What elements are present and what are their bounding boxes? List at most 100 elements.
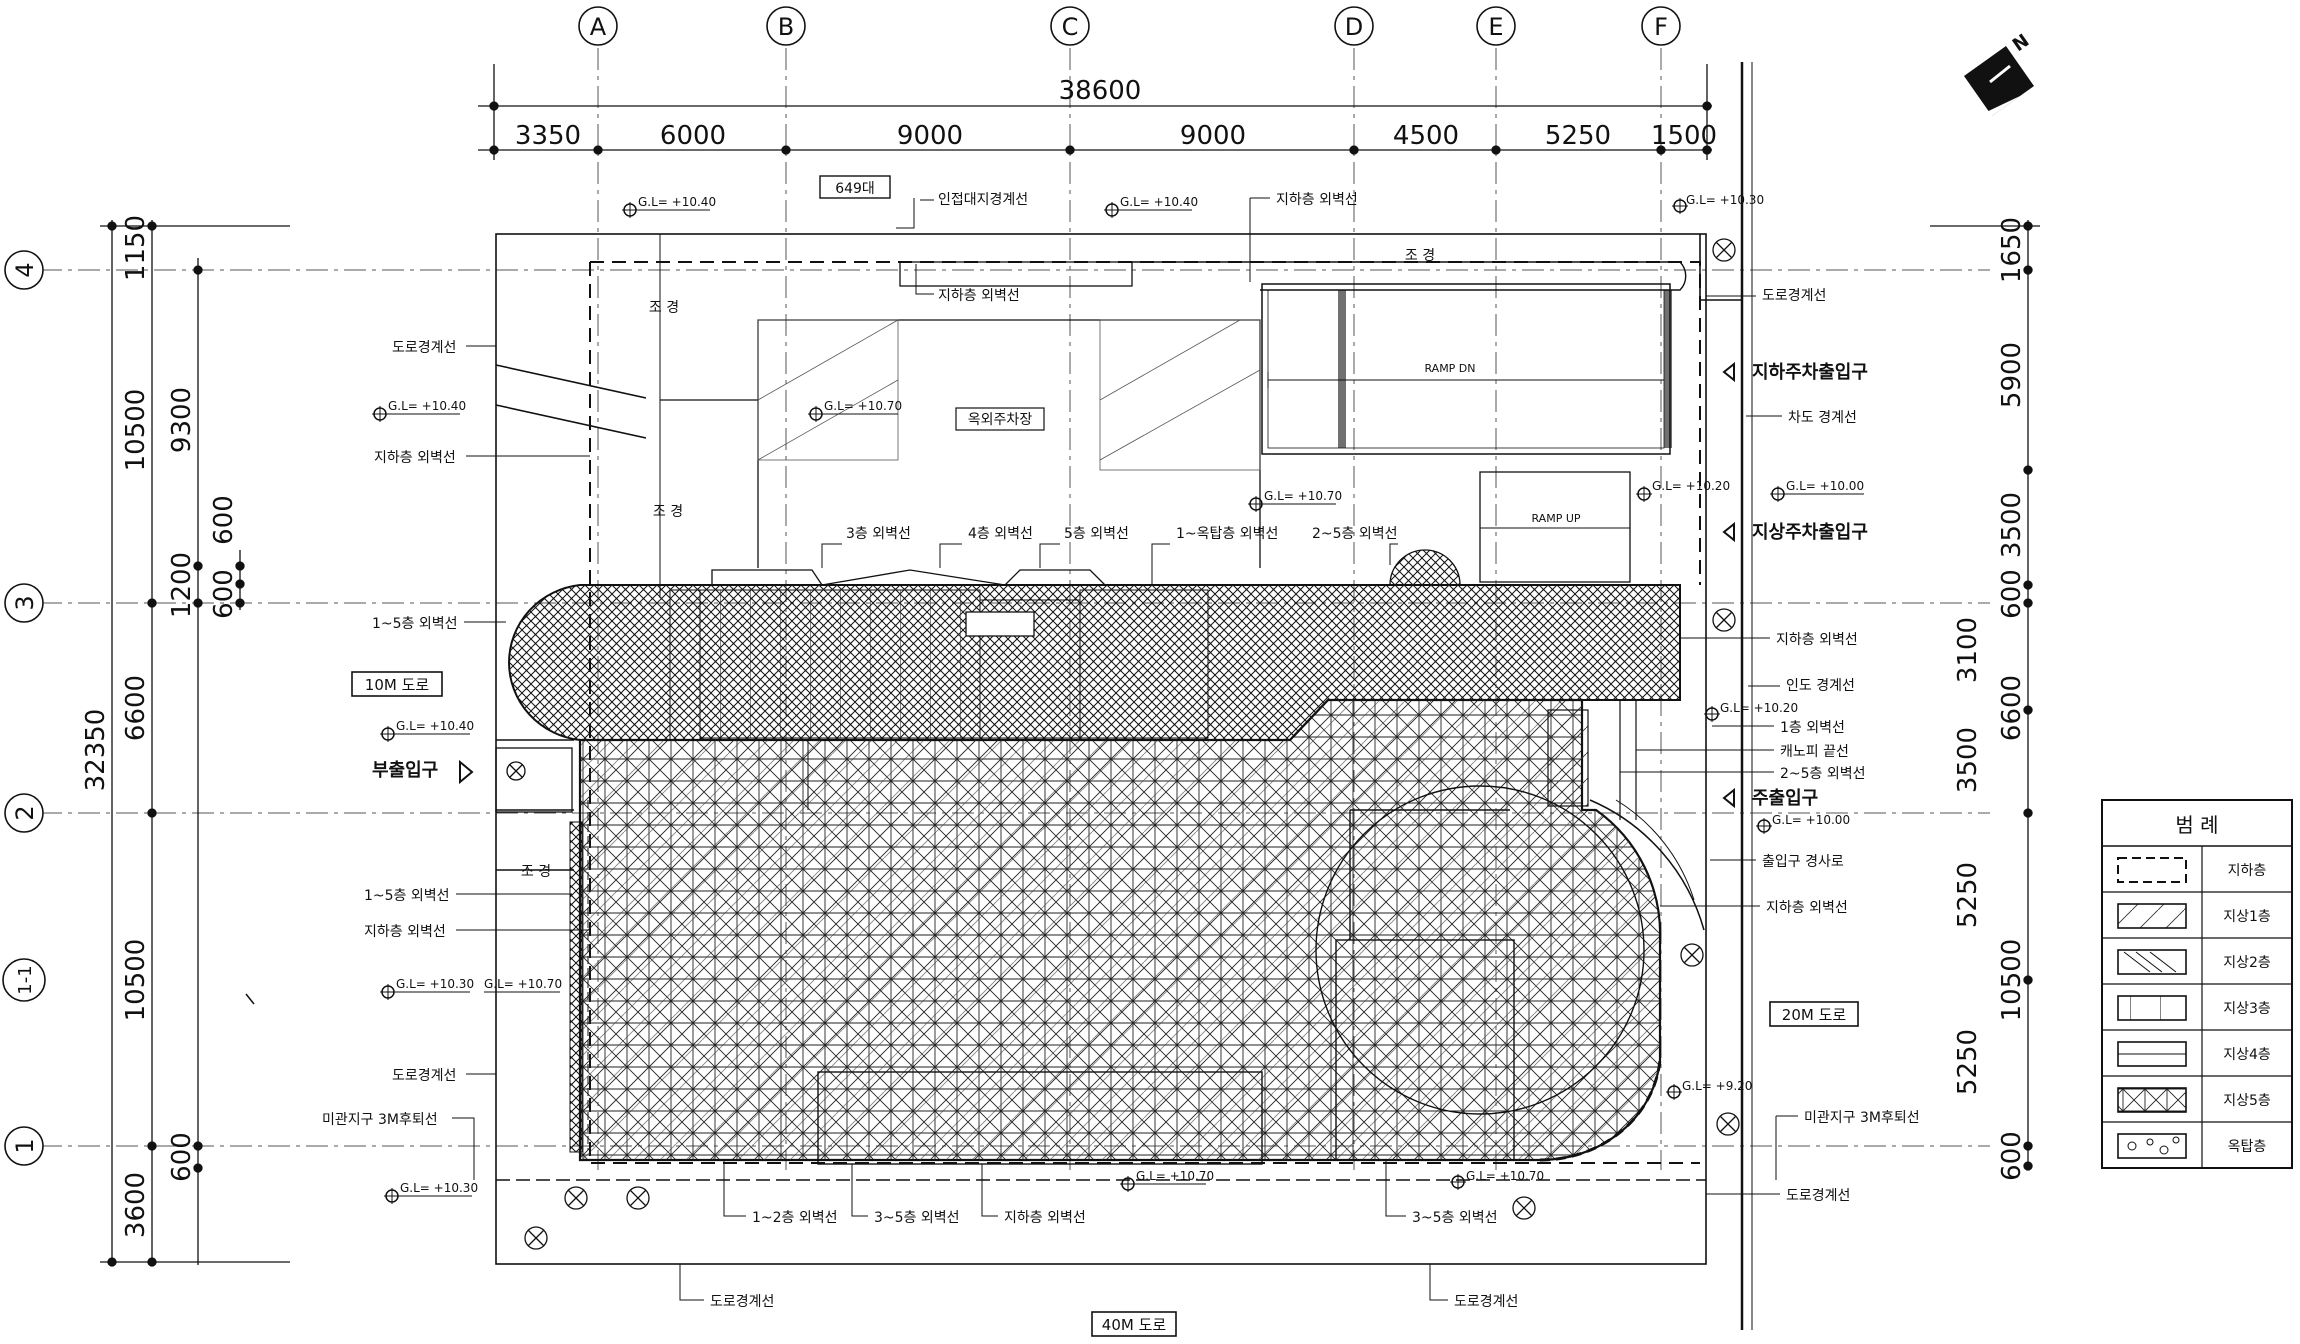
gl-marker: G.L= +10.70 [1120,1169,1214,1192]
site-boundary [495,62,1753,1330]
legend-label-roof: 옥탑층 [2228,1139,2267,1155]
dim-right-3500-b: 3500 [1953,727,1983,793]
svg-text:G.L= +10.20: G.L= +10.20 [1720,701,1798,715]
parking-area [660,319,1261,568]
dim-left-600-c: 600 [167,1132,197,1182]
landscape-label-c: 조 경 [521,864,551,880]
gl-marker: G.L= +10.20 [1636,479,1730,502]
road-20m-label: 20M 도로 [1782,1006,1847,1024]
landscape-label-b: 조 경 [653,504,683,520]
svg-text:G.L= +10.70: G.L= +10.70 [484,977,562,991]
upper-band-floor-lines [669,569,1209,741]
grid-col-a: A [590,13,607,41]
driveway-boundary-label: 차도 경계선 [1788,410,1857,426]
right-dimension-lines [1930,220,2040,1171]
basement-entrance-label: 지하주차출입구 [1752,361,1868,383]
legend-swatch-1f [2117,903,2187,929]
plan-labels: 649대 인접대지경계선 지하층 외벽선 지하층 외벽선 조 경 조 경 조 경… [322,175,1920,1337]
dim-left-6600: 6600 [121,675,151,741]
svg-text:G.L= +10.40: G.L= +10.40 [1120,195,1198,209]
road-boundary-label-bottom-right: 도로경계선 [1454,1294,1518,1310]
road-boundary-label-left-low: 도로경계선 [392,1068,456,1084]
gl-marker: G.L= +10.30 [384,1181,478,1204]
grid-row-3: 3 [11,595,39,610]
svg-text:G.L= +10.30: G.L= +10.30 [1686,193,1764,207]
gl-marker: G.L= +10.20 [1704,701,1798,722]
grid-row-4: 4 [11,262,39,277]
gl-marker: G.L= +10.30 [1672,193,1764,214]
grid-col-e: E [1488,13,1503,41]
grid-col-f: F [1654,13,1668,41]
setback-label-left: 미관지구 3M후퇴선 [322,1112,438,1128]
gl-marker: G.L= +10.30 [380,977,474,1000]
road-boundary-label-right-low: 도로경계선 [1786,1188,1850,1204]
dim-right-10500: 10500 [1997,939,2027,1022]
gl-marker: G.L= +10.00 [1756,813,1850,834]
landscape-label-top: 조 경 [1405,248,1435,264]
legend-swatch-5f [2117,1087,2187,1113]
legend-swatch-3f [2117,995,2187,1021]
dim-right-600-a: 600 [1997,569,2027,619]
dim-top-span-3: 9000 [897,121,963,151]
gl-marker: G.L= +10.70 [1248,489,1342,512]
svg-text:G.L= +10.70: G.L= +10.70 [1136,1169,1214,1183]
dim-right-1650: 1650 [1997,217,2027,283]
line-3f-label: 3층 외벽선 [846,526,911,542]
grid-row-1: 1 [11,1138,39,1153]
dim-left-600-a: 600 [209,495,239,545]
svg-text:G.L= +10.00: G.L= +10.00 [1772,813,1850,827]
north-label: N [2009,30,2033,56]
legend-label-1f: 지상1층 [2223,909,2271,925]
basement-line-label-left-low: 지하층 외벽선 [364,924,446,940]
basement-line-label-right-low: 지하층 외벽선 [1766,900,1848,916]
dim-top-span-6: 5250 [1545,121,1611,151]
ramp-up: RAMP UP [1479,471,1631,583]
dim-right-600-b: 600 [1997,1131,2027,1181]
sub-entrance-area [495,747,573,813]
line-3-5f-label-a: 3~5층 외벽선 [874,1210,960,1226]
legend-swatch-basement [2117,857,2187,883]
line-3-5f-label-b: 3~5층 외벽선 [1412,1210,1498,1226]
gl-marker: G.L= +10.40 [380,719,474,742]
ramp-dn-label: RAMP DN [1424,362,1475,375]
sidewalk-boundary-label: 인도 경계선 [1786,678,1855,694]
svg-text:G.L= +10.40: G.L= +10.40 [396,719,474,733]
dim-top-span-1: 3350 [515,121,581,151]
basement-outline [589,261,1701,1164]
dim-top-span-7: 1500 [1651,121,1717,151]
grid-col-b: B [778,13,794,41]
gl-marker: G.L= +10.40 [622,195,716,218]
dim-right-6600: 6600 [1997,675,2027,741]
dim-top-total: 38600 [1059,76,1142,106]
outdoor-parking-label: 옥외주차장 [968,412,1033,428]
legend-title: 범 례 [2175,813,2218,837]
ground-entrance-label: 지상주차출입구 [1752,521,1868,543]
dim-top-span-4: 9000 [1180,121,1246,151]
grid-col-c: C [1062,13,1079,41]
canopy-label: 캐노피 끝선 [1780,744,1849,760]
grid-col-d: D [1345,13,1363,41]
dim-top-span-2: 6000 [660,121,726,151]
legend-swatch-roof [2117,1133,2187,1159]
line-1-2f-label: 1~2층 외벽선 [752,1210,838,1226]
line-5f-label: 5층 외벽선 [1064,526,1129,542]
svg-text:G.L= +10.00: G.L= +10.00 [1786,479,1864,493]
basement-line-label-top: 지하층 외벽선 [1276,192,1358,208]
road-boundary-label-right-top: 도로경계선 [1762,288,1826,304]
dim-right-3500-a: 3500 [1997,492,2027,558]
gl-marker: G.L= +10.40 [1104,195,1198,218]
grid-row-2: 2 [11,805,39,820]
line-1-5f-label-top: 1~5층 외벽선 [372,616,458,632]
svg-text:G.L= +10.70: G.L= +10.70 [1264,489,1342,503]
neighbor-lot-label: 649대 [835,181,875,197]
dim-right-3100: 3100 [1953,617,1983,683]
main-block-diagonal-hatch [580,700,1661,1161]
grid-row-bubbles: 4 3 2 1-1 1 [2,250,46,1166]
dim-left-10500-top: 10500 [121,389,151,472]
trees [524,238,1740,1250]
legend-label-2f: 지상2층 [2223,955,2271,971]
grid-column-bubbles: A B C D E F [578,6,1681,46]
line-2-5f-label-right: 2~5층 외벽선 [1780,766,1866,782]
dim-left-1150: 1150 [121,215,151,281]
